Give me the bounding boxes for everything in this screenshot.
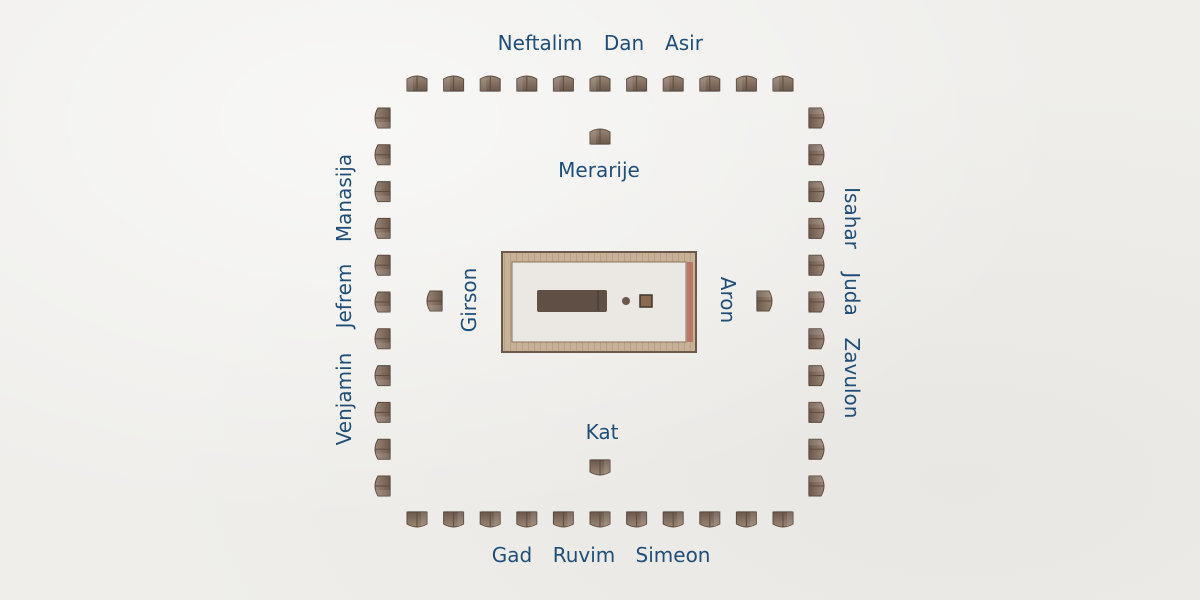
tent-east-11	[808, 475, 825, 497]
tent-west-9	[374, 401, 391, 423]
tent-row-west	[374, 107, 391, 497]
tent-north-5	[552, 75, 574, 92]
tent-east-5	[808, 254, 825, 276]
tribe-label-north-1: Neftalim	[497, 31, 583, 55]
tent-north-2	[443, 75, 465, 92]
tent-east-6	[808, 291, 825, 313]
tent-south-7	[626, 511, 648, 528]
tent-north-11	[772, 75, 794, 92]
tent-south-6	[589, 511, 611, 528]
tabernacle-gate	[687, 262, 693, 342]
tent-levite-west	[426, 290, 443, 312]
levite-tents	[426, 128, 773, 476]
tent-east-9	[808, 401, 825, 423]
tent-north-7	[626, 75, 648, 92]
tent-row-north	[406, 75, 794, 92]
tribe-label-west-2: Jefrem	[332, 263, 356, 329]
tent-west-2	[374, 144, 391, 166]
tent-levite-south	[589, 459, 611, 476]
laver	[622, 297, 630, 305]
tent-east-7	[808, 328, 825, 350]
levite-label-north: Merarije	[558, 158, 640, 182]
tent-west-3	[374, 181, 391, 203]
tent-south-5	[552, 511, 574, 528]
tent-north-9	[699, 75, 721, 92]
tent-east-2	[808, 144, 825, 166]
tent-north-8	[662, 75, 684, 92]
tribe-label-south-2: Ruvim	[552, 543, 616, 567]
tent-levite-east	[756, 290, 773, 312]
tent-west-1	[374, 107, 391, 129]
tent-south-3	[479, 511, 501, 528]
tent-south-4	[516, 511, 538, 528]
tent-east-4	[808, 217, 825, 239]
tent-row-east	[808, 107, 825, 497]
levite-label-east: Aron	[716, 276, 740, 324]
tent-west-5	[374, 254, 391, 276]
tent-south-1	[406, 511, 428, 528]
tent-north-3	[479, 75, 501, 92]
altar	[639, 294, 653, 308]
tent-south-10	[735, 511, 757, 528]
tent-east-1	[808, 107, 825, 129]
tent-north-4	[516, 75, 538, 92]
tent-west-8	[374, 365, 391, 387]
tribe-label-east-1: Isahar	[840, 187, 864, 249]
tribe-label-west-1: Manasija	[332, 153, 356, 243]
tent-east-8	[808, 365, 825, 387]
tent-south-11	[772, 511, 794, 528]
tent-of-meeting	[537, 290, 607, 312]
tribe-label-south-3: Simeon	[635, 543, 711, 567]
tent-west-7	[374, 328, 391, 350]
tent-west-6	[374, 291, 391, 313]
tent-west-4	[374, 217, 391, 239]
tribe-label-north-3: Asir	[665, 31, 703, 55]
tabernacle	[501, 251, 697, 353]
tent-row-south	[406, 511, 794, 528]
tribe-label-east-2: Juda	[840, 272, 864, 316]
tent-west-10	[374, 438, 391, 460]
tribe-label-west-3: Venjamin	[332, 352, 356, 446]
levite-label-west: Girson	[457, 267, 481, 333]
tribe-label-north-2: Dan	[603, 31, 645, 55]
tent-south-2	[443, 511, 465, 528]
tent-south-8	[662, 511, 684, 528]
levite-label-south: Kat	[585, 420, 619, 444]
tent-south-9	[699, 511, 721, 528]
tent-north-1	[406, 75, 428, 92]
tent-east-3	[808, 181, 825, 203]
tent-west-11	[374, 475, 391, 497]
tent-north-10	[735, 75, 757, 92]
tent-north-6	[589, 75, 611, 92]
tribe-label-east-3: Zavulon	[840, 337, 864, 419]
tent-levite-north	[589, 128, 611, 145]
tent-east-10	[808, 438, 825, 460]
tribe-label-south-1: Gad	[491, 543, 533, 567]
